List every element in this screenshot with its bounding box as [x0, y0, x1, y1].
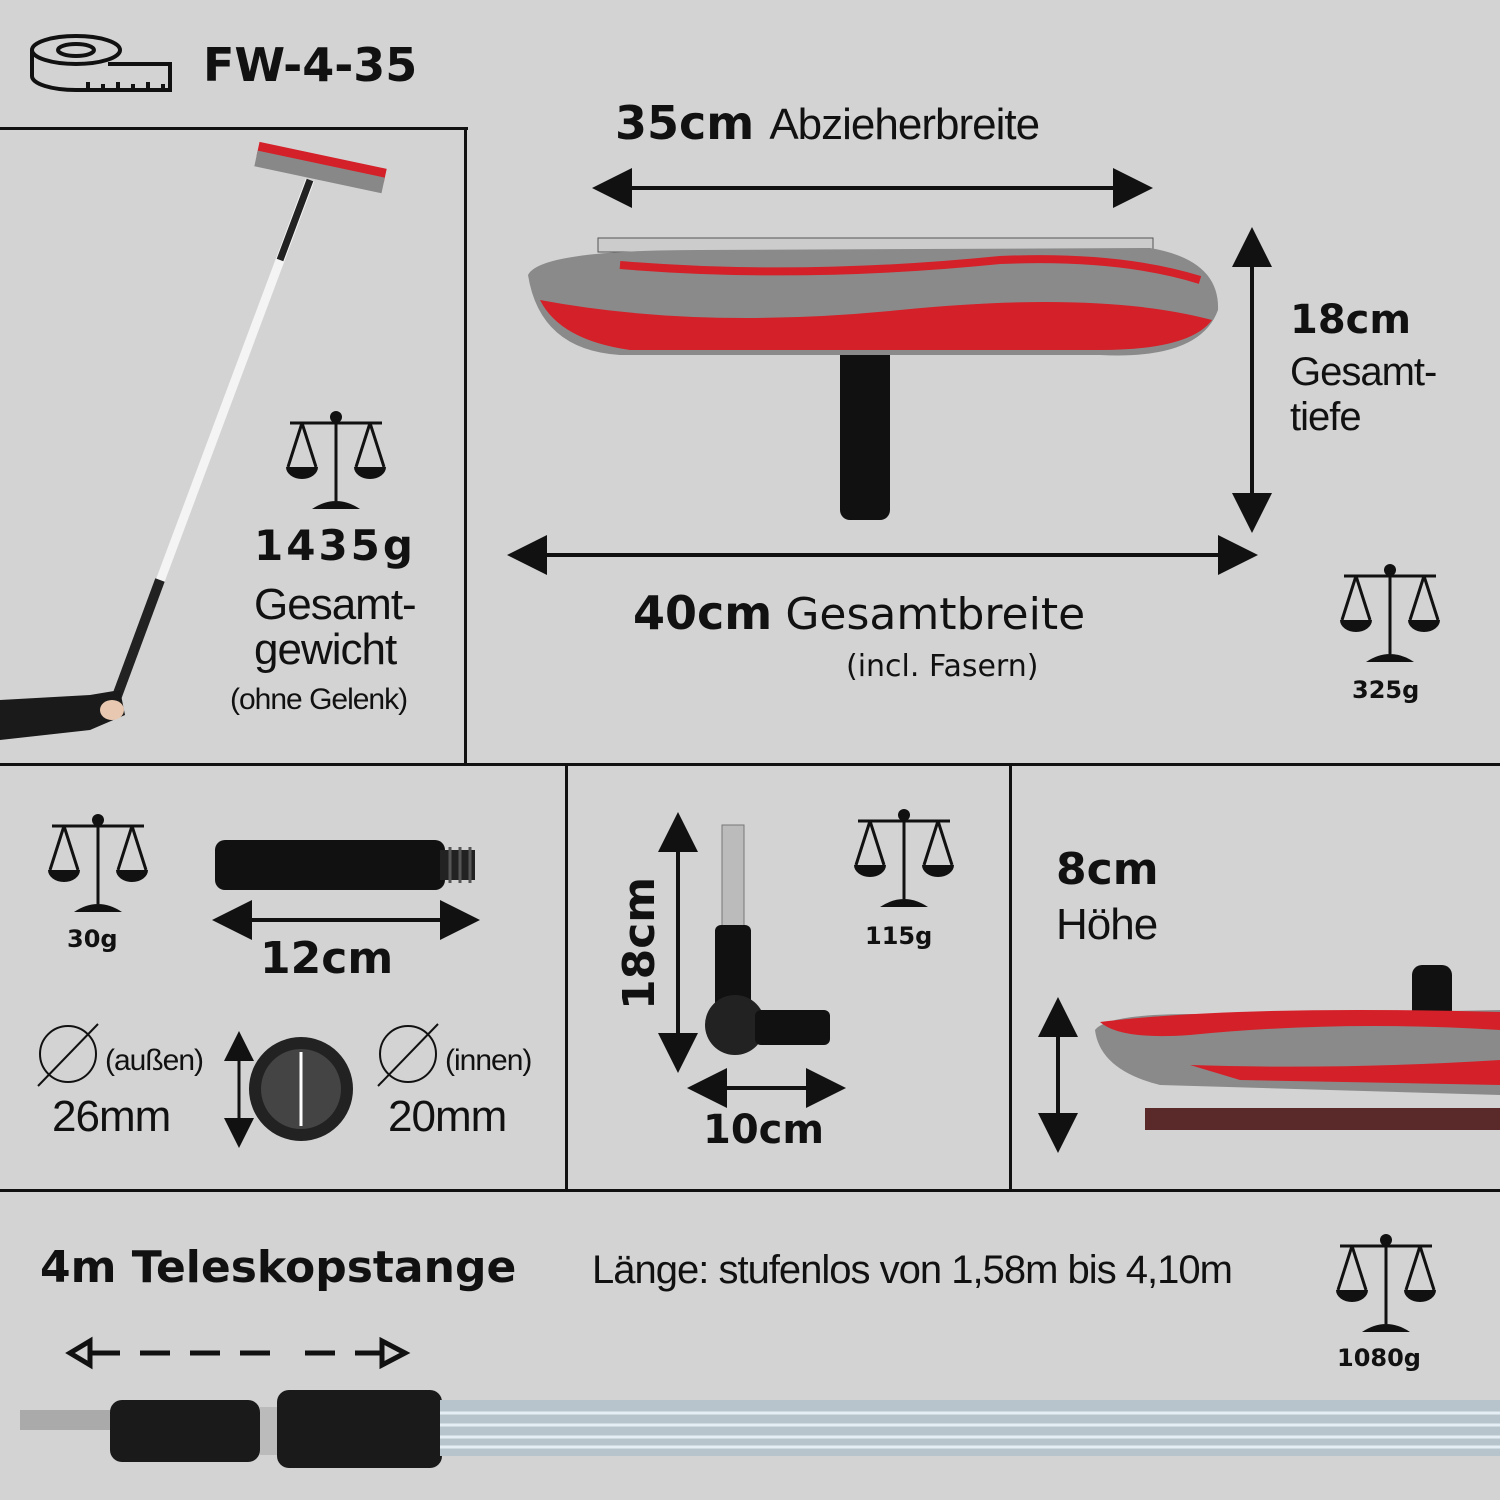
divider	[565, 763, 568, 1191]
pole-title: 4m Teleskopstange	[40, 1242, 517, 1293]
squeegee-diagram	[507, 168, 1272, 575]
total-width-label: Gesamtbreite	[785, 589, 1086, 640]
divider	[1009, 763, 1012, 1191]
squeegee-weight: 325g	[1352, 676, 1420, 704]
blade-width-value: 35cm	[615, 96, 755, 150]
inner-diameter-value: 20mm	[388, 1092, 507, 1141]
adapter-weight: 30g	[67, 925, 118, 953]
divider	[0, 763, 1500, 766]
joint-width: 10cm	[703, 1107, 825, 1153]
adapter-length: 12cm	[260, 933, 394, 984]
depth-label: Gesamt-	[1290, 350, 1437, 394]
joint-height: 18cm	[614, 876, 665, 1010]
scale-glyph	[286, 411, 386, 509]
depth-label: tiefe	[1290, 395, 1362, 439]
adapter-diagram	[212, 840, 480, 940]
diameter-icon	[37, 1023, 99, 1087]
outer-diameter-label: (außen)	[105, 1044, 204, 1077]
height-label: Höhe	[1056, 900, 1158, 949]
total-width: 40cm Gesamtbreite	[633, 590, 1085, 637]
scale-icon	[44, 808, 152, 920]
total-width-value: 40cm	[633, 586, 773, 640]
pole-length: Länge: stufenlos von 1,58m bis 4,10m	[592, 1248, 1233, 1292]
total-weight-note: (ohne Gelenk)	[230, 683, 408, 716]
depth-value: 18cm	[1290, 297, 1412, 343]
blade-width-label: Abzieherbreite	[769, 100, 1040, 149]
model-number: FW-4-35	[203, 38, 418, 92]
inner-diameter-label: (innen)	[445, 1044, 532, 1077]
total-weight-label: gewicht	[254, 625, 397, 674]
telescopic-pole-photo	[20, 1390, 1500, 1468]
total-weight-value: 1435g	[254, 521, 416, 570]
blade-width: 35cm Abzieherbreite	[615, 100, 1040, 149]
scale-icon	[850, 803, 958, 915]
outer-diameter-value: 26mm	[52, 1092, 171, 1141]
squeegee-side-view	[1038, 965, 1500, 1153]
scale-icon	[1336, 558, 1444, 670]
tube-cross-section	[224, 1031, 353, 1148]
diameter-icon	[377, 1023, 439, 1087]
joint-weight: 115g	[865, 922, 933, 950]
scale-icon	[1332, 1228, 1440, 1340]
scale-glyph	[1340, 564, 1440, 662]
scale-glyph	[854, 809, 954, 907]
joint-diagram	[658, 812, 846, 1108]
total-weight-label: Gesamt-	[254, 580, 417, 629]
extend-arrows-icon	[65, 1336, 411, 1370]
scale-glyph	[1336, 1234, 1436, 1332]
divider	[0, 1189, 1500, 1192]
divider	[0, 127, 468, 130]
divider	[464, 127, 467, 765]
scale-glyph	[48, 814, 148, 912]
scale-icon	[282, 405, 390, 517]
height-value: 8cm	[1056, 844, 1159, 895]
pole-weight: 1080g	[1337, 1344, 1421, 1372]
measuring-tape-icon	[30, 34, 172, 92]
total-width-note: (incl. Fasern)	[846, 649, 1039, 684]
telescopic-pole-photo	[0, 141, 387, 740]
